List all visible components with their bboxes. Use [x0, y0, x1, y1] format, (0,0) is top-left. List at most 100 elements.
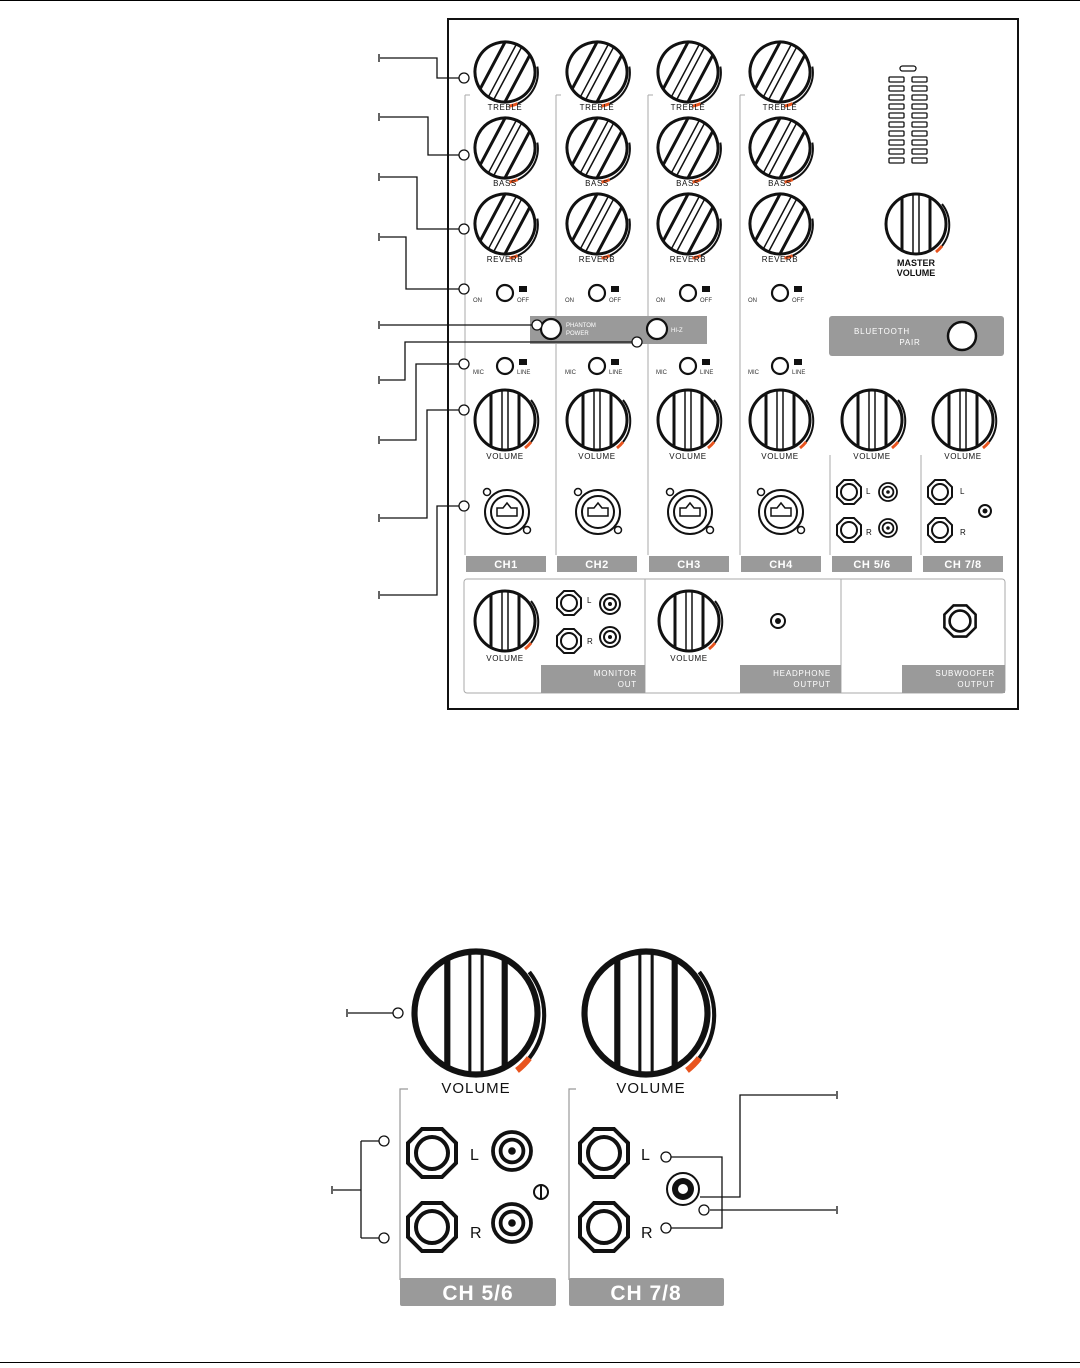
bass-label: BASS — [676, 179, 700, 188]
jack-ch78-l[interactable] — [927, 479, 953, 505]
ch78-r-label: R — [960, 528, 966, 537]
reverb-switches: ON OFF ON OFF ON OFF ON OFF — [473, 283, 804, 304]
line-label: LINE — [517, 370, 530, 376]
bluetooth-label-line1: BLUETOOTH — [854, 327, 910, 336]
headphone-out-line2: OUTPUT — [793, 680, 831, 689]
mic-line-switches: MIC LINE MIC LINE MIC LINE MIC LINE — [473, 356, 805, 376]
mic-label: MIC — [473, 370, 485, 376]
headphone-out-line1: HEADPHONE — [773, 669, 831, 678]
mic-line-switch[interactable] — [495, 356, 515, 376]
top-rule — [0, 0, 1080, 1]
reverb-on-off-switch[interactable] — [678, 283, 698, 303]
line-label: LINE — [609, 370, 622, 376]
zoom-volume-knob-ch56[interactable] — [415, 952, 545, 1075]
master-label-line2: VOLUME — [897, 268, 936, 278]
zoom-callout-lines — [331, 1009, 838, 1239]
zoom-volume-label-ch78: VOLUME — [616, 1080, 685, 1097]
line-label: LINE — [700, 370, 713, 376]
phantom-label-line2: POWER — [566, 331, 589, 337]
mic-line-switch[interactable] — [587, 356, 607, 376]
phantom-hiz-bar: PHANTOM POWER HI-Z — [530, 316, 707, 344]
stereo-inputs-small: L R L R — [836, 479, 992, 543]
on-label: ON — [656, 298, 665, 304]
monitor-jack-l[interactable] — [556, 590, 582, 616]
reverb-on-off-switch[interactable] — [770, 283, 790, 303]
zoom-rca-ch56-l[interactable] — [491, 1130, 533, 1172]
monitor-jack-r[interactable] — [556, 628, 582, 654]
rca-ch56-r[interactable] — [878, 518, 898, 538]
reverb-on-off-switch[interactable] — [495, 283, 515, 303]
output-section: VOLUME L R MONITOR OUT VOLUME HEADPHONE … — [463, 578, 1006, 694]
mic-line-switch[interactable] — [770, 356, 790, 376]
channel-label-ch56: CH 5/6 — [853, 559, 890, 571]
rca-ch56-l[interactable] — [878, 482, 898, 502]
channel-label-ch2: CH2 — [585, 559, 609, 571]
zoom-rca-ch56-r[interactable] — [491, 1202, 533, 1244]
zoom-channel-label-ch56: CH 5/6 — [442, 1282, 513, 1305]
zoom-ch56-r-label: R — [470, 1225, 482, 1242]
master-label-line1: MASTER — [897, 258, 936, 268]
monitor-rca-l[interactable] — [599, 593, 621, 615]
zoom-volume-label-ch56: VOLUME — [441, 1080, 510, 1097]
monitor-r-label: R — [587, 637, 593, 646]
jack-ch56-r[interactable] — [836, 517, 862, 543]
channel-label-ch4: CH4 — [769, 559, 793, 571]
zoom-volume-knob-ch78[interactable] — [585, 952, 715, 1075]
bluetooth-label-line2: PAIR — [899, 338, 920, 347]
off-label: OFF — [700, 298, 712, 304]
line-label: LINE — [792, 370, 805, 376]
on-label: ON — [748, 298, 757, 304]
treble-label: TREBLE — [763, 103, 798, 112]
mic-line-switch[interactable] — [678, 356, 698, 376]
channel-label-ch1: CH1 — [494, 559, 518, 571]
jack-ch78-r[interactable] — [927, 517, 953, 543]
treble-label: TREBLE — [488, 103, 523, 112]
channel-plates: CH1 CH2 CH3 CH4 CH 5/6 CH 7/8 — [466, 556, 1003, 572]
level-meter — [888, 65, 928, 164]
monitor-out-line2: OUT — [618, 680, 637, 689]
reverb-label: REVERB — [670, 255, 707, 264]
mic-label: MIC — [565, 370, 577, 376]
monitor-rca-r[interactable] — [599, 626, 621, 648]
off-label: OFF — [517, 298, 529, 304]
ch78-l-label: L — [960, 487, 965, 496]
channel-label-ch78: CH 7/8 — [944, 559, 981, 571]
zoom-jack-ch56-r[interactable] — [406, 1201, 458, 1253]
on-label: ON — [565, 298, 574, 304]
treble-label: TREBLE — [671, 103, 706, 112]
callout-lines — [378, 54, 633, 599]
hi-z-label: HI-Z — [671, 328, 683, 334]
subwoofer-out-line2: OUTPUT — [957, 680, 995, 689]
bass-label: BASS — [768, 179, 792, 188]
zoom-jack-ch78-l[interactable] — [578, 1127, 630, 1179]
bluetooth-pair-button[interactable] — [946, 320, 978, 352]
volume-label: VOLUME — [486, 452, 523, 461]
zoom-ch78-r-label: R — [641, 1225, 653, 1242]
hi-z-button[interactable] — [645, 317, 669, 341]
jack-ch56-l[interactable] — [836, 479, 862, 505]
zoom-jack-ch56-l[interactable] — [406, 1127, 458, 1179]
ch56-r-label: R — [866, 528, 872, 537]
reverb-label: REVERB — [487, 255, 524, 264]
reverb-on-off-switch[interactable] — [587, 283, 607, 303]
monitor-l-label: L — [587, 596, 592, 605]
bluetooth-pair: BLUETOOTH PAIR — [829, 316, 1004, 356]
channel-label-ch3: CH3 — [677, 559, 701, 571]
zoom-figure: VOLUME VOLUME L R L R CH 5/6 CH 7/8 — [399, 952, 724, 1306]
headphone-volume-label: VOLUME — [670, 654, 707, 663]
volume-label: VOLUME — [669, 452, 706, 461]
subwoofer-out-line1: SUBWOOFER — [935, 669, 995, 678]
monitor-out-line1: MONITOR — [594, 669, 637, 678]
knob-labels: TREBLE TREBLE TREBLE TREBLE BASS BASS BA… — [486, 103, 981, 461]
phantom-label-line1: PHANTOM — [566, 323, 596, 329]
ch56-l-label: L — [866, 487, 871, 496]
volume-label: VOLUME — [761, 452, 798, 461]
subwoofer-jack[interactable] — [943, 604, 977, 638]
phantom-power-button[interactable] — [539, 317, 563, 341]
volume-label: VOLUME — [578, 452, 615, 461]
on-label: ON — [473, 298, 482, 304]
reverb-label: REVERB — [762, 255, 799, 264]
volume-label: VOLUME — [944, 452, 981, 461]
zoom-jack-ch78-r[interactable] — [578, 1201, 630, 1253]
